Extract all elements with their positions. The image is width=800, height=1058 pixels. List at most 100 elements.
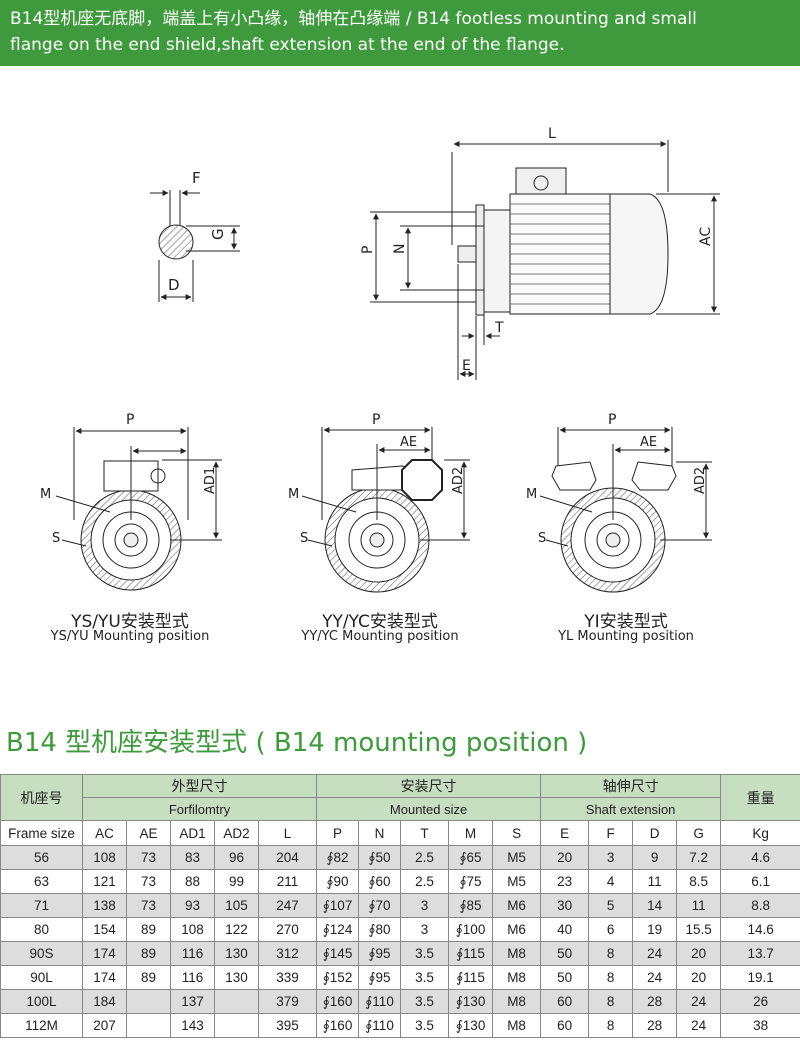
table-cell: 40 xyxy=(540,917,590,942)
table-cell: 130 xyxy=(214,965,259,990)
dim-label-p-front-2: P xyxy=(372,412,380,428)
header-group-mounting: 安装尺寸 xyxy=(316,774,542,798)
caption-cn-2: YY/YC安装型式 xyxy=(322,612,438,632)
column-header-weight-unit: Kg xyxy=(720,820,800,846)
table-cell: 14.6 xyxy=(720,917,800,942)
table-cell xyxy=(126,1013,171,1038)
column-header-ae: AE xyxy=(126,820,171,846)
table-cell: 8.8 xyxy=(720,893,800,918)
column-header-ad2: AD2 xyxy=(214,820,259,846)
table-cell: 174 xyxy=(82,941,127,966)
table-cell: 19.1 xyxy=(720,965,800,990)
spec-table: 机座号 外型尺寸 安装尺寸 轴伸尺寸 重量 Forfilomtry Mounte… xyxy=(0,774,800,1038)
table-cell: 89 xyxy=(126,917,171,942)
dim-label-t: T xyxy=(494,320,504,336)
table-cell: 11 xyxy=(676,893,722,918)
dim-label-m-1: M xyxy=(40,487,51,502)
table-cell: ∮110 xyxy=(358,1013,402,1038)
table-cell: 8.5 xyxy=(676,869,722,894)
table-cell: 24 xyxy=(676,989,722,1014)
table-cell: 83 xyxy=(170,845,215,870)
table-cell: 7.2 xyxy=(676,845,722,870)
dim-label-ae-3: AE xyxy=(640,435,657,450)
header-frame-cn: 机座号 xyxy=(0,774,83,821)
table-cell: 130 xyxy=(214,941,259,966)
table-cell xyxy=(126,989,171,1014)
dim-label-s-1: S xyxy=(52,531,60,546)
column-header-ad1: AD1 xyxy=(170,820,215,846)
table-cell: ∮160 xyxy=(316,989,360,1014)
dim-label-p-side: P xyxy=(360,246,376,254)
table-cell: ∮124 xyxy=(316,917,360,942)
table-cell: 3.5 xyxy=(400,1013,450,1038)
caption-cn-1: YS/YU安装型式 xyxy=(71,612,189,632)
table-cell: 3.5 xyxy=(400,965,450,990)
table-cell: 116 xyxy=(170,941,215,966)
table-cell: 121 xyxy=(82,869,127,894)
table-cell: 395 xyxy=(257,1013,318,1038)
table-header-row-1: 机座号 外型尺寸 安装尺寸 轴伸尺寸 重量 xyxy=(0,774,800,821)
dim-label-ad1: AD1 xyxy=(203,467,218,494)
table-cell: ∮65 xyxy=(448,845,494,870)
table-cell: 89 xyxy=(126,965,171,990)
table-cell: 4.6 xyxy=(720,845,800,870)
table-cell: ∮115 xyxy=(448,965,494,990)
header-group-dimensions: 外型尺寸 xyxy=(81,774,318,798)
section-title: B14 型机座安装型式 ( B14 mounting position ) xyxy=(6,728,588,758)
table-cell: M5 xyxy=(492,869,542,894)
frame-size-cell: 100L xyxy=(0,989,83,1014)
table-cell: 5 xyxy=(588,893,634,918)
dim-label-ac: AC xyxy=(698,227,714,246)
table-cell: ∮107 xyxy=(316,893,360,918)
table-cell: 105 xyxy=(214,893,259,918)
table-cell: ∮75 xyxy=(448,869,494,894)
table-cell: 3 xyxy=(400,893,450,918)
column-header-ac: AC xyxy=(82,820,127,846)
table-cell: 28 xyxy=(632,989,678,1014)
header-weight-cn: 重量 xyxy=(720,774,800,821)
table-cell: M8 xyxy=(492,941,542,966)
caption-en-2: YY/YC Mounting position xyxy=(301,629,459,644)
shaft-section-drawing xyxy=(150,190,240,302)
dim-label-f: F xyxy=(192,169,201,187)
table-cell: 19 xyxy=(632,917,678,942)
dim-label-ad2-3: AD2 xyxy=(693,467,708,494)
table-cell: 15.5 xyxy=(676,917,722,942)
table-cell: 73 xyxy=(126,893,171,918)
table-cell: ∮130 xyxy=(448,1013,494,1038)
header-banner: B14型机座无底脚，端盖上有小凸缘，轴伸在凸缘端 / B14 footless … xyxy=(0,0,800,66)
table-cell: 270 xyxy=(257,917,318,942)
dim-label-e: E xyxy=(462,358,471,374)
table-cell: 247 xyxy=(257,893,318,918)
dim-label-ad2-2: AD2 xyxy=(451,467,466,494)
table-cell: ∮160 xyxy=(316,1013,360,1038)
table-cell: M5 xyxy=(492,845,542,870)
table-cell: 14 xyxy=(632,893,678,918)
frame-size-cell: 56 xyxy=(0,845,83,870)
table-cell: 108 xyxy=(82,845,127,870)
table-cell: ∮110 xyxy=(358,989,402,1014)
table-cell: 38 xyxy=(720,1013,800,1038)
table-cell: 2.5 xyxy=(400,845,450,870)
table-header-row-2: Forfilomtry Mounted size Shaft extension xyxy=(1,797,800,821)
table-cell: ∮115 xyxy=(448,941,494,966)
column-header-l: L xyxy=(257,820,318,846)
dim-label-s-3: S xyxy=(538,531,546,546)
table-cell: 154 xyxy=(82,917,127,942)
table-cell: 60 xyxy=(540,989,590,1014)
caption-en-1: YS/YU Mounting position xyxy=(50,629,210,644)
column-header-e: E xyxy=(540,820,590,846)
dim-label-n: N xyxy=(392,244,408,254)
table-cell: 24 xyxy=(632,965,678,990)
table-cell: 20 xyxy=(676,965,722,990)
table-cell: ∮95 xyxy=(358,941,402,966)
front-view-ys-yu xyxy=(55,427,222,591)
frame-size-cell: 112M xyxy=(0,1013,83,1038)
header-group-shaft-en: Shaft extension xyxy=(540,797,722,821)
table-cell: 3 xyxy=(588,845,634,870)
